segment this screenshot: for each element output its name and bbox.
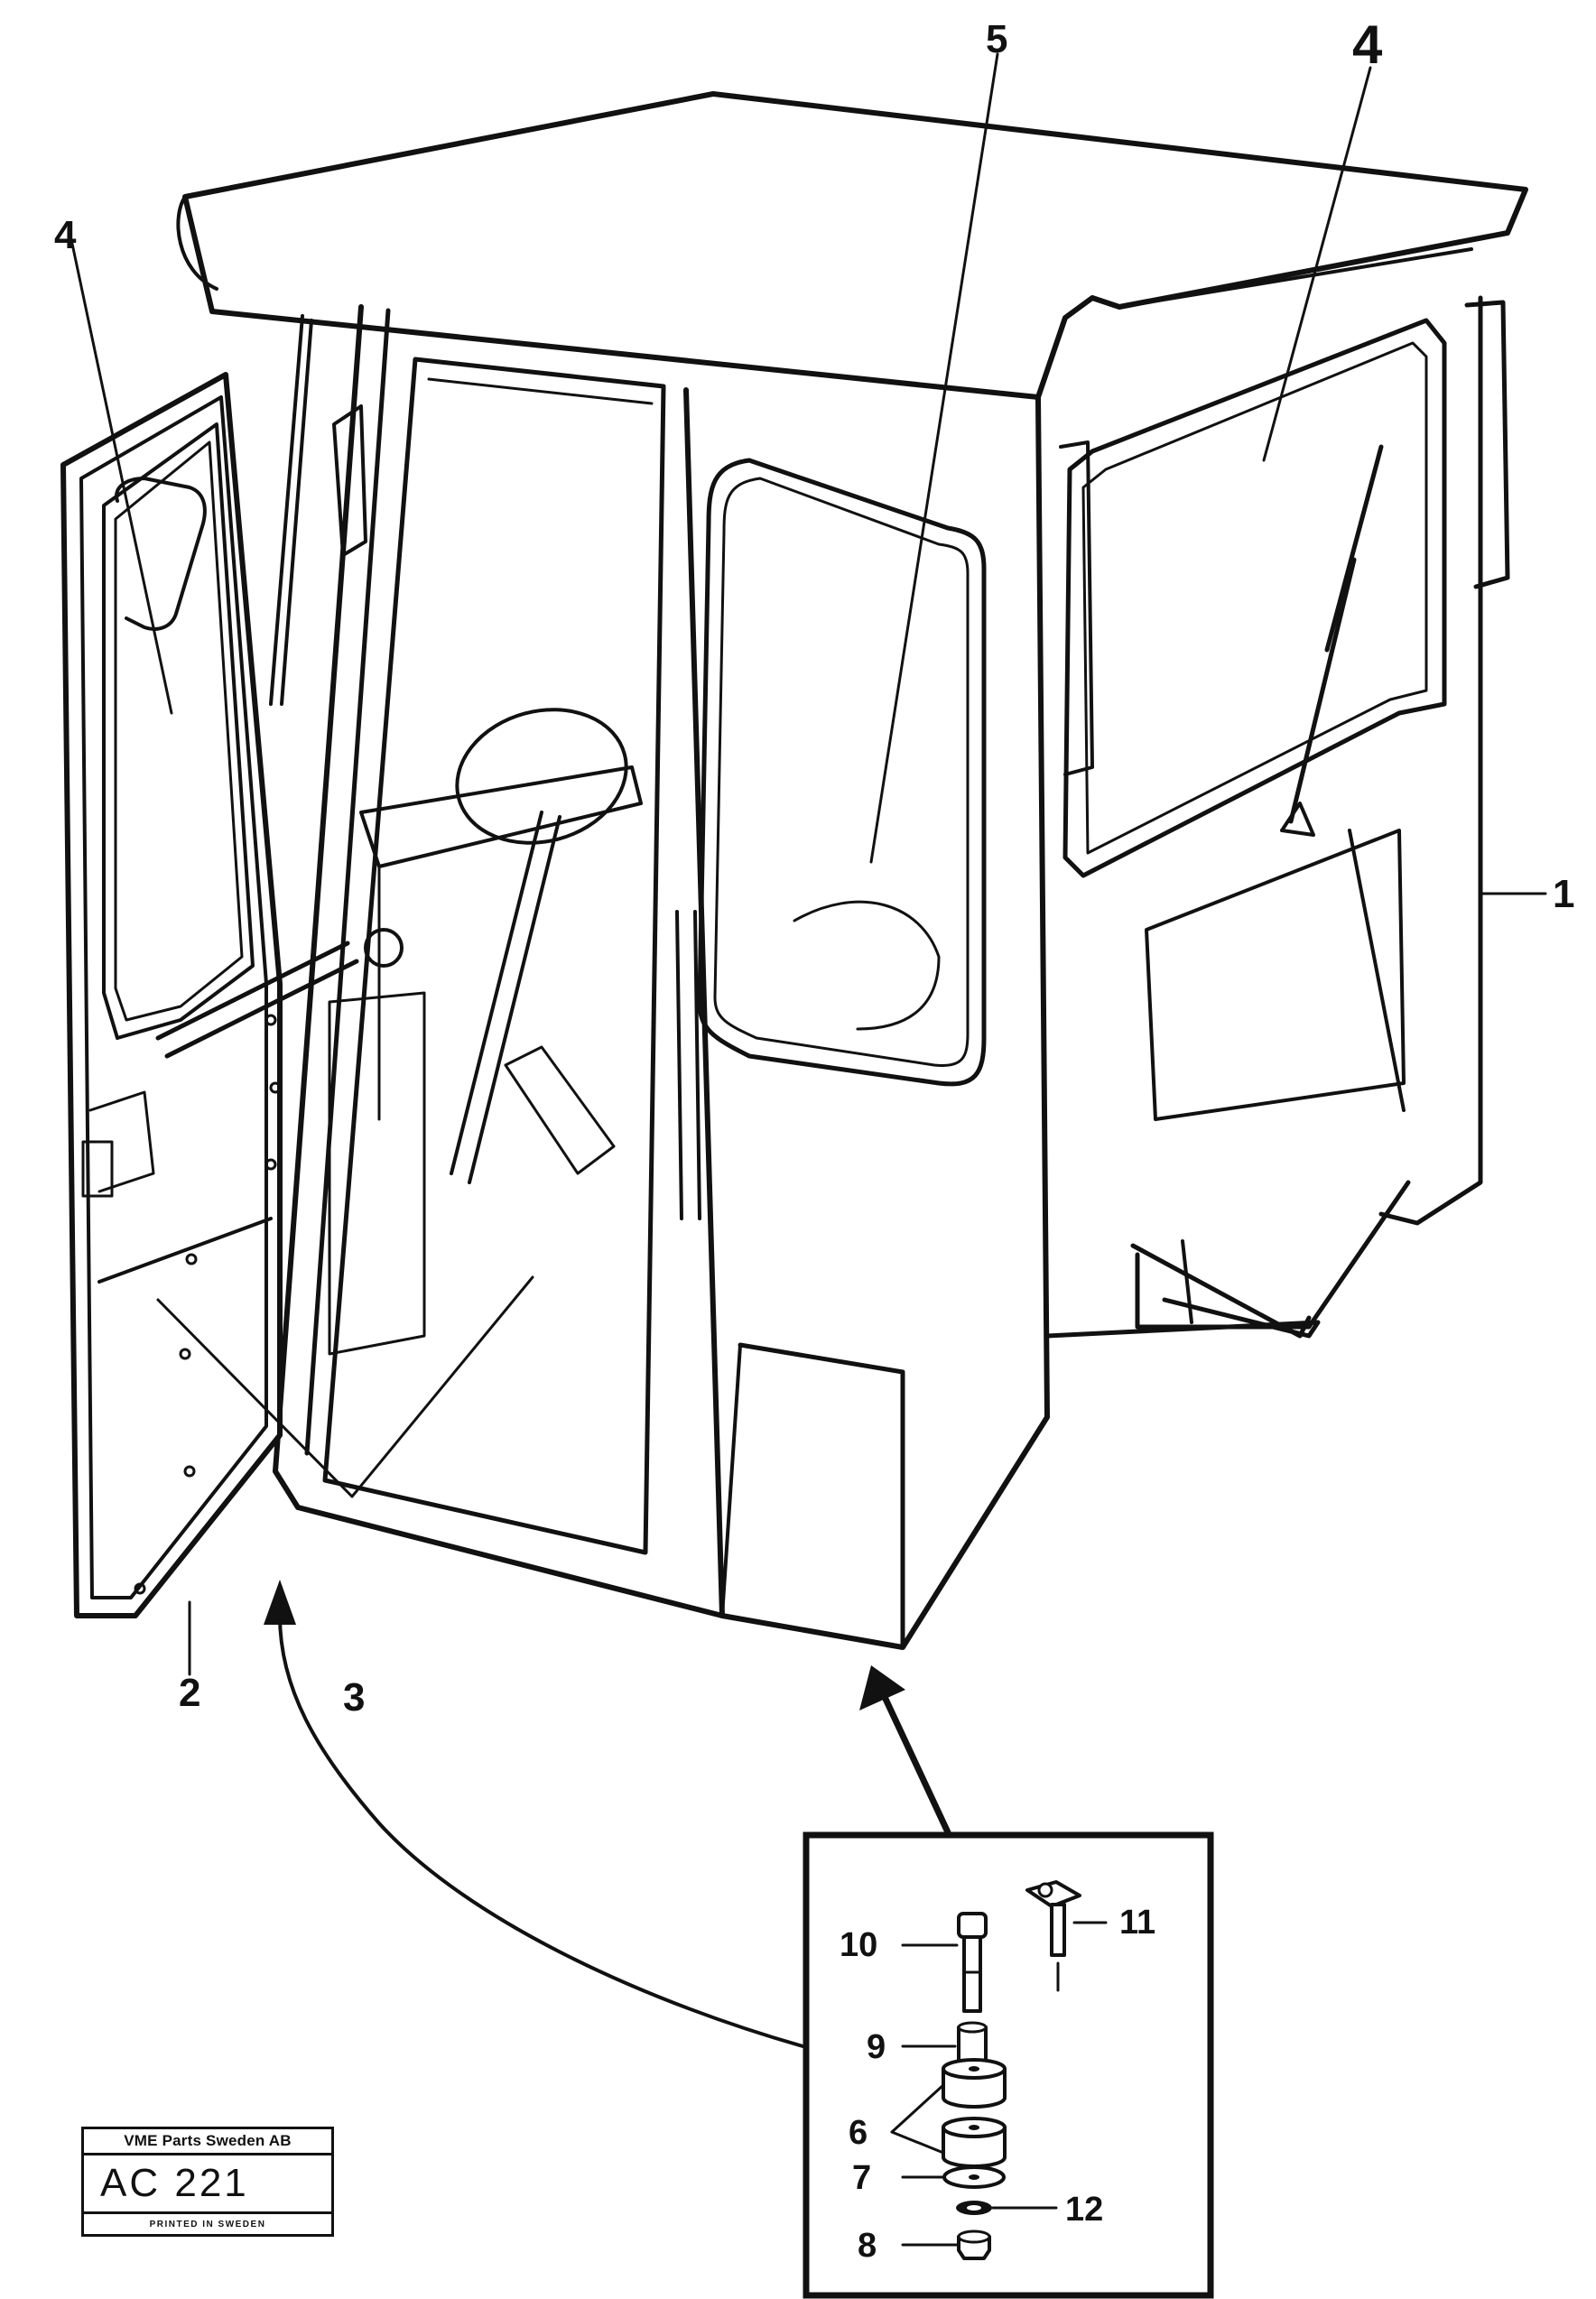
washer-part-12 [956,2201,1058,2215]
rubber-cushions-part-6 [890,2058,1007,2168]
nut-part-8 [901,2229,991,2260]
callout-11: 11 [1119,1904,1155,1942]
callout-5: 5 [986,17,1007,61]
stamp-code: AC 221 [84,2155,331,2214]
callout-leaders [70,52,1547,2051]
cab-roof [176,91,1528,400]
stamp-company: VME Parts Sweden AB [84,2129,331,2155]
parts-stamp: VME Parts Sweden AB AC 221 PRINTED IN SW… [81,2127,334,2237]
callout-10: 10 [840,1926,877,1964]
cab-body [273,295,1510,1650]
spacer-part-9 [901,2021,988,2063]
callout-2: 2 [179,1671,200,1715]
callout-8: 8 [858,2227,877,2265]
callout-4-right: 4 [1352,14,1383,75]
callout-6: 6 [849,2114,868,2152]
callout-4-left: 4 [54,213,77,257]
stamp-printed: PRINTED IN SWEDEN [149,2220,266,2229]
callout-12: 12 [1065,2191,1103,2229]
callout-7: 7 [852,2159,871,2197]
mounting-detail-box: 10 11 9 6 7 12 8 [803,1831,1214,2299]
callout-9: 9 [867,2028,886,2066]
cab-door [60,314,404,1618]
bolt-part-10 [901,1912,988,2013]
washer-part-7 [901,2165,1006,2189]
callout-3: 3 [343,1675,365,1720]
callout-1: 1 [1553,872,1574,916]
bolt-part-11 [1025,1880,1108,1992]
